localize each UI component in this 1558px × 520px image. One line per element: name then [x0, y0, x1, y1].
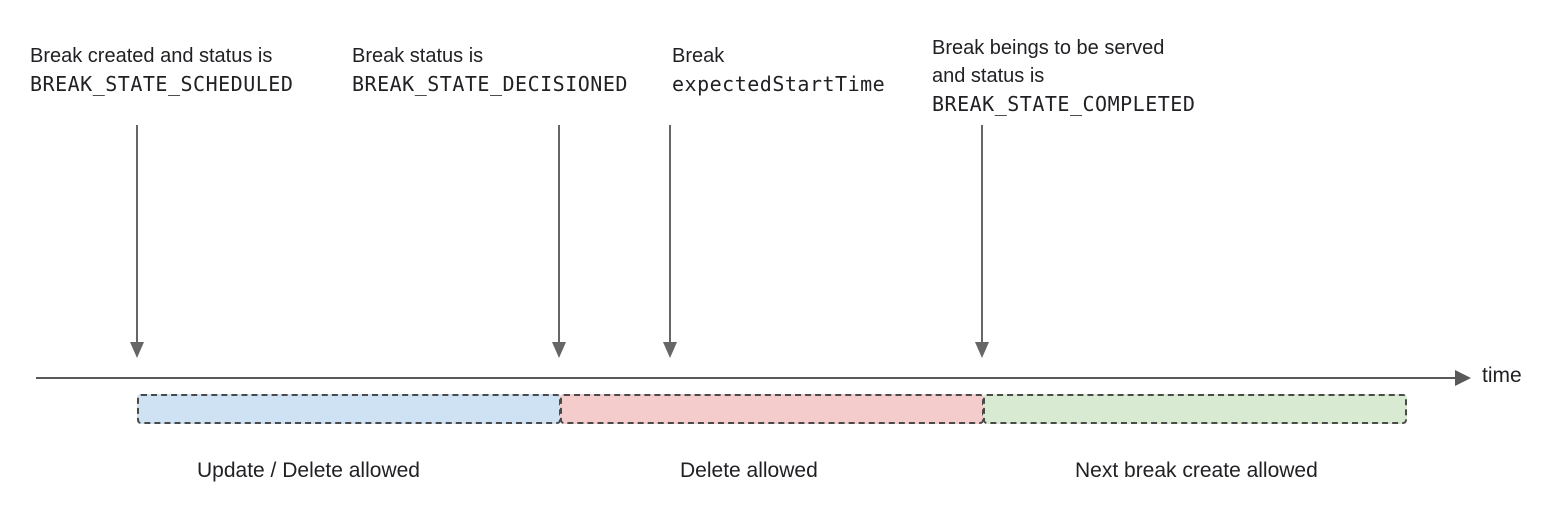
segment-delete-allowed	[560, 394, 984, 424]
segment-label-update-delete: Update / Delete allowed	[197, 459, 420, 482]
arrow-head-icon	[552, 342, 566, 358]
annotation-expected-start-time: Break expectedStartTime	[672, 42, 885, 98]
annotation-break-scheduled: Break created and status is BREAK_STATE_…	[30, 42, 293, 98]
time-axis-label: time	[1482, 364, 1522, 387]
annotation-text: Break status is	[352, 45, 484, 67]
annotation-text: Break	[672, 45, 725, 67]
annotation-break-completed: Break beings to be served and status is …	[932, 34, 1195, 118]
annotation-text: Break created and status is	[30, 45, 273, 67]
annotation-break-decisioned: Break status is BREAK_STATE_DECISIONED	[352, 42, 628, 98]
time-axis-line	[36, 377, 1456, 379]
arrow-head-icon	[663, 342, 677, 358]
segment-update-delete-allowed	[137, 394, 561, 424]
segment-label-delete: Delete allowed	[680, 459, 818, 482]
annotation-text: and status is	[932, 65, 1045, 87]
annotation-code: expectedStartTime	[672, 72, 886, 96]
time-axis-arrow-icon	[1455, 370, 1471, 386]
arrow-head-icon	[975, 342, 989, 358]
arrow-head-icon	[130, 342, 144, 358]
annotation-code: BREAK_STATE_SCHEDULED	[30, 72, 294, 96]
arrow-shaft	[669, 125, 671, 343]
segment-next-break-create-allowed	[983, 394, 1407, 424]
annotation-code: BREAK_STATE_DECISIONED	[352, 72, 628, 96]
segment-label-next-break: Next break create allowed	[1075, 459, 1318, 482]
arrow-shaft	[558, 125, 560, 343]
annotation-text: Break beings to be served	[932, 37, 1165, 59]
arrow-shaft	[981, 125, 983, 343]
arrow-shaft	[136, 125, 138, 343]
annotation-code: BREAK_STATE_COMPLETED	[932, 92, 1196, 116]
